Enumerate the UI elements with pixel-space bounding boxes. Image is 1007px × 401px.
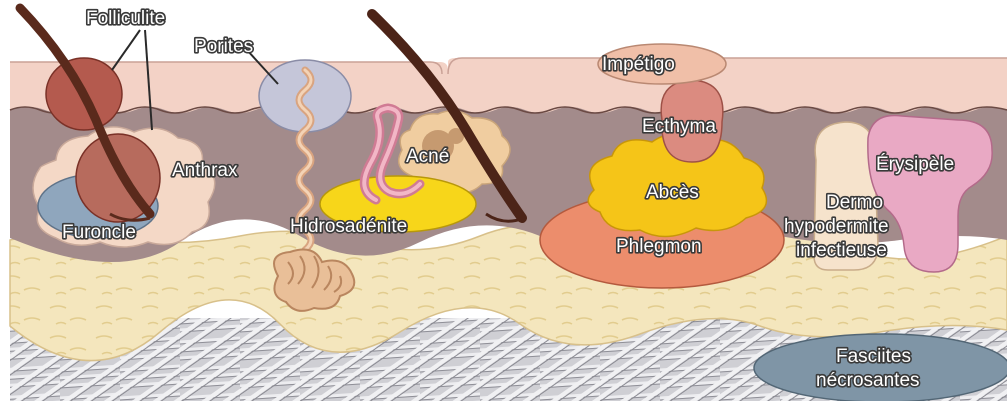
epidermis-layer [10, 58, 1007, 113]
label-fasciites-line1: Fasciites [836, 346, 911, 367]
label-furoncle: Furoncle [62, 222, 136, 243]
label-ecthyma: Ecthyma [642, 116, 716, 137]
label-erysipele: Érysipèle [876, 154, 954, 175]
label-acne: Acné [406, 146, 449, 167]
label-phlegmon: Phlegmon [616, 236, 702, 257]
label-hidrosadenite: Hidrosadénite [290, 216, 407, 237]
label-porites: Porites [194, 36, 253, 57]
label-dermo-line3: infectieuse [796, 240, 887, 261]
label-dermo-line2: hypodermite [784, 216, 889, 237]
label-anthrax: Anthrax [172, 160, 238, 181]
label-impetigo: Impétigo [602, 54, 675, 75]
label-dermo-line1: Dermo [826, 192, 883, 213]
label-abces: Abcès [646, 182, 699, 203]
label-fasciites-line2: nécrosantes [816, 370, 920, 391]
label-folliculite: Folliculite [86, 8, 165, 29]
